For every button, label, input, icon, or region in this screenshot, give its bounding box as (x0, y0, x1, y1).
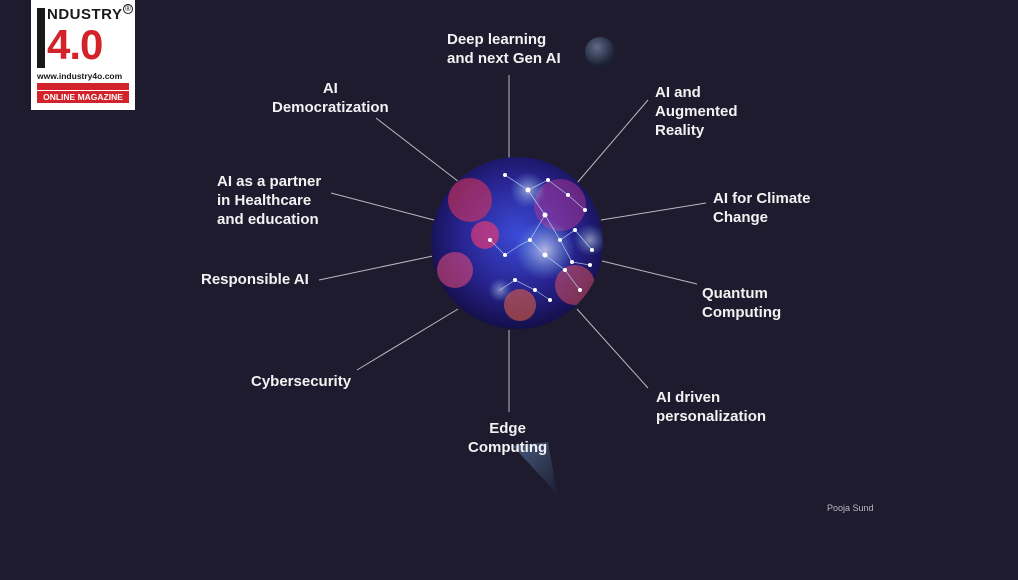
connector-responsible-ai (318, 255, 434, 281)
logo-word: NDUSTRY (47, 6, 123, 23)
registered-mark: ® (123, 4, 133, 14)
decorative-sphere (585, 37, 615, 67)
topic-quantum-computing: Quantum Computing (702, 285, 782, 321)
connector-personalization (576, 308, 649, 389)
logo-url: www.industry4o.com (37, 71, 123, 81)
logo-letter-i (37, 8, 45, 68)
topic-augmented-reality: AI and Augmented Reality (655, 84, 738, 139)
connector-healthcare-education (330, 192, 435, 221)
connector-augmented-reality (576, 99, 649, 184)
industry40-logo: NDUSTRY ® 4.0 www.industry4o.com ONLINE … (31, 0, 135, 110)
topic-deep-learning: Deep learning and next Gen AI (447, 31, 561, 67)
topic-democratization: AI Democratization (272, 80, 389, 116)
author-credit: Pooja Sund (827, 503, 874, 513)
topic-personalization: AI driven personalization (656, 389, 767, 425)
connector-climate-change (600, 202, 707, 221)
connector-quantum-computing (601, 260, 698, 285)
decorative-cone (513, 442, 557, 494)
logo-badge: ONLINE MAGAZINE (37, 91, 129, 103)
connector-cybersecurity (356, 308, 459, 371)
logo-tagline-strip (37, 83, 129, 90)
topic-climate-change: AI for Climate Change (713, 190, 811, 226)
topic-responsible-ai: Responsible AI (201, 271, 309, 288)
topic-edge-computing: Edge Computing (468, 420, 548, 456)
topic-cybersecurity: Cybersecurity (251, 373, 352, 390)
topic-healthcare-education: AI as a partner in Healthcare and educat… (217, 173, 322, 228)
connector-democratization (375, 117, 460, 183)
hub-ai-sphere (431, 157, 603, 329)
logo-version: 4.0 (47, 21, 103, 68)
